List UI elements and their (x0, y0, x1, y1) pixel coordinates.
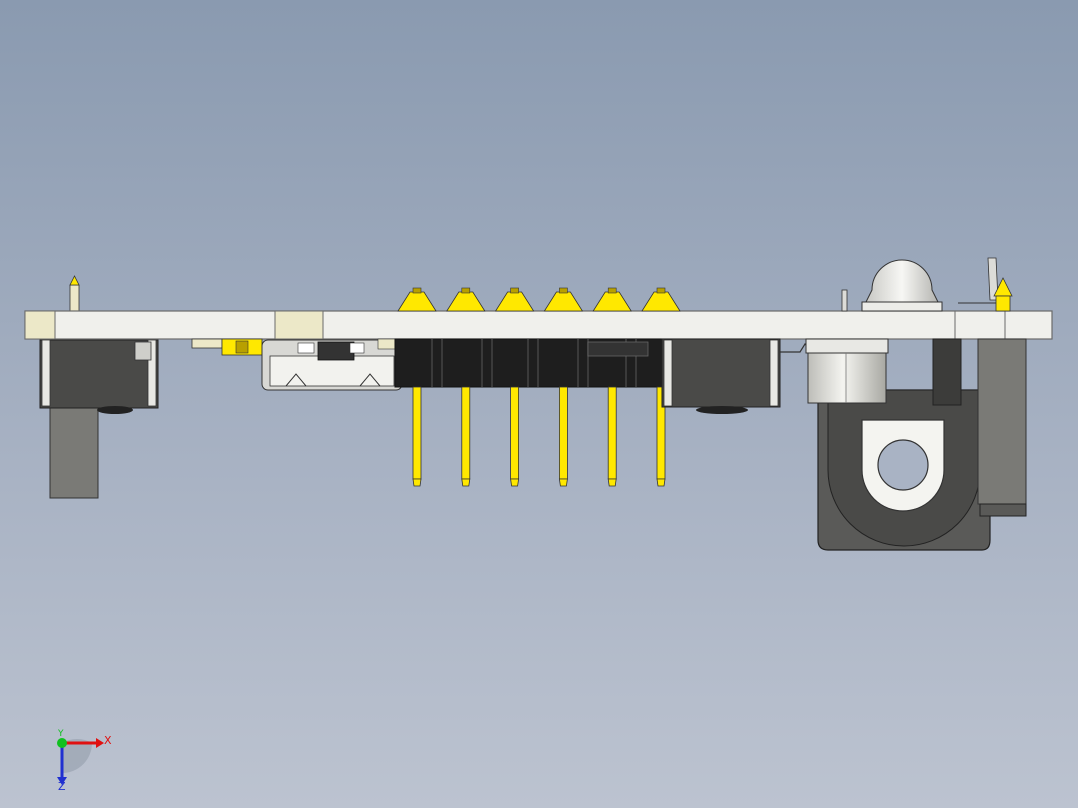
usb-connector (261, 338, 405, 391)
left-mount-assembly (39, 337, 159, 499)
top-left-pin (69, 275, 80, 312)
y-axis-label: Y (57, 729, 64, 739)
z-axis-label: Z (58, 780, 66, 793)
barrel-jack (817, 338, 1027, 551)
header-pin (641, 287, 681, 487)
pcb-board (24, 310, 1053, 340)
right-pin (958, 257, 1013, 312)
left-clip-right (147, 339, 157, 407)
left-foot (97, 406, 133, 414)
smd-parts-left (191, 338, 263, 356)
header-pin (397, 287, 437, 487)
header-pin (494, 287, 535, 487)
axis-triad: X Y Z (57, 729, 112, 793)
right-component (661, 338, 781, 414)
header-pin (446, 287, 486, 487)
header-pins (397, 287, 681, 487)
cylinder-component (805, 338, 889, 404)
led-dome (841, 259, 943, 312)
pcb-pad-mid (274, 310, 324, 340)
header-label-strip (587, 341, 649, 357)
header-pin (592, 287, 632, 487)
x-axis-label: X (104, 734, 112, 747)
pcb-pad-left (24, 310, 56, 340)
pin-header-body (394, 338, 671, 388)
left-tab (134, 341, 152, 361)
y-axis-dot (57, 738, 67, 748)
header-pin (543, 287, 584, 487)
left-clip (41, 339, 51, 407)
